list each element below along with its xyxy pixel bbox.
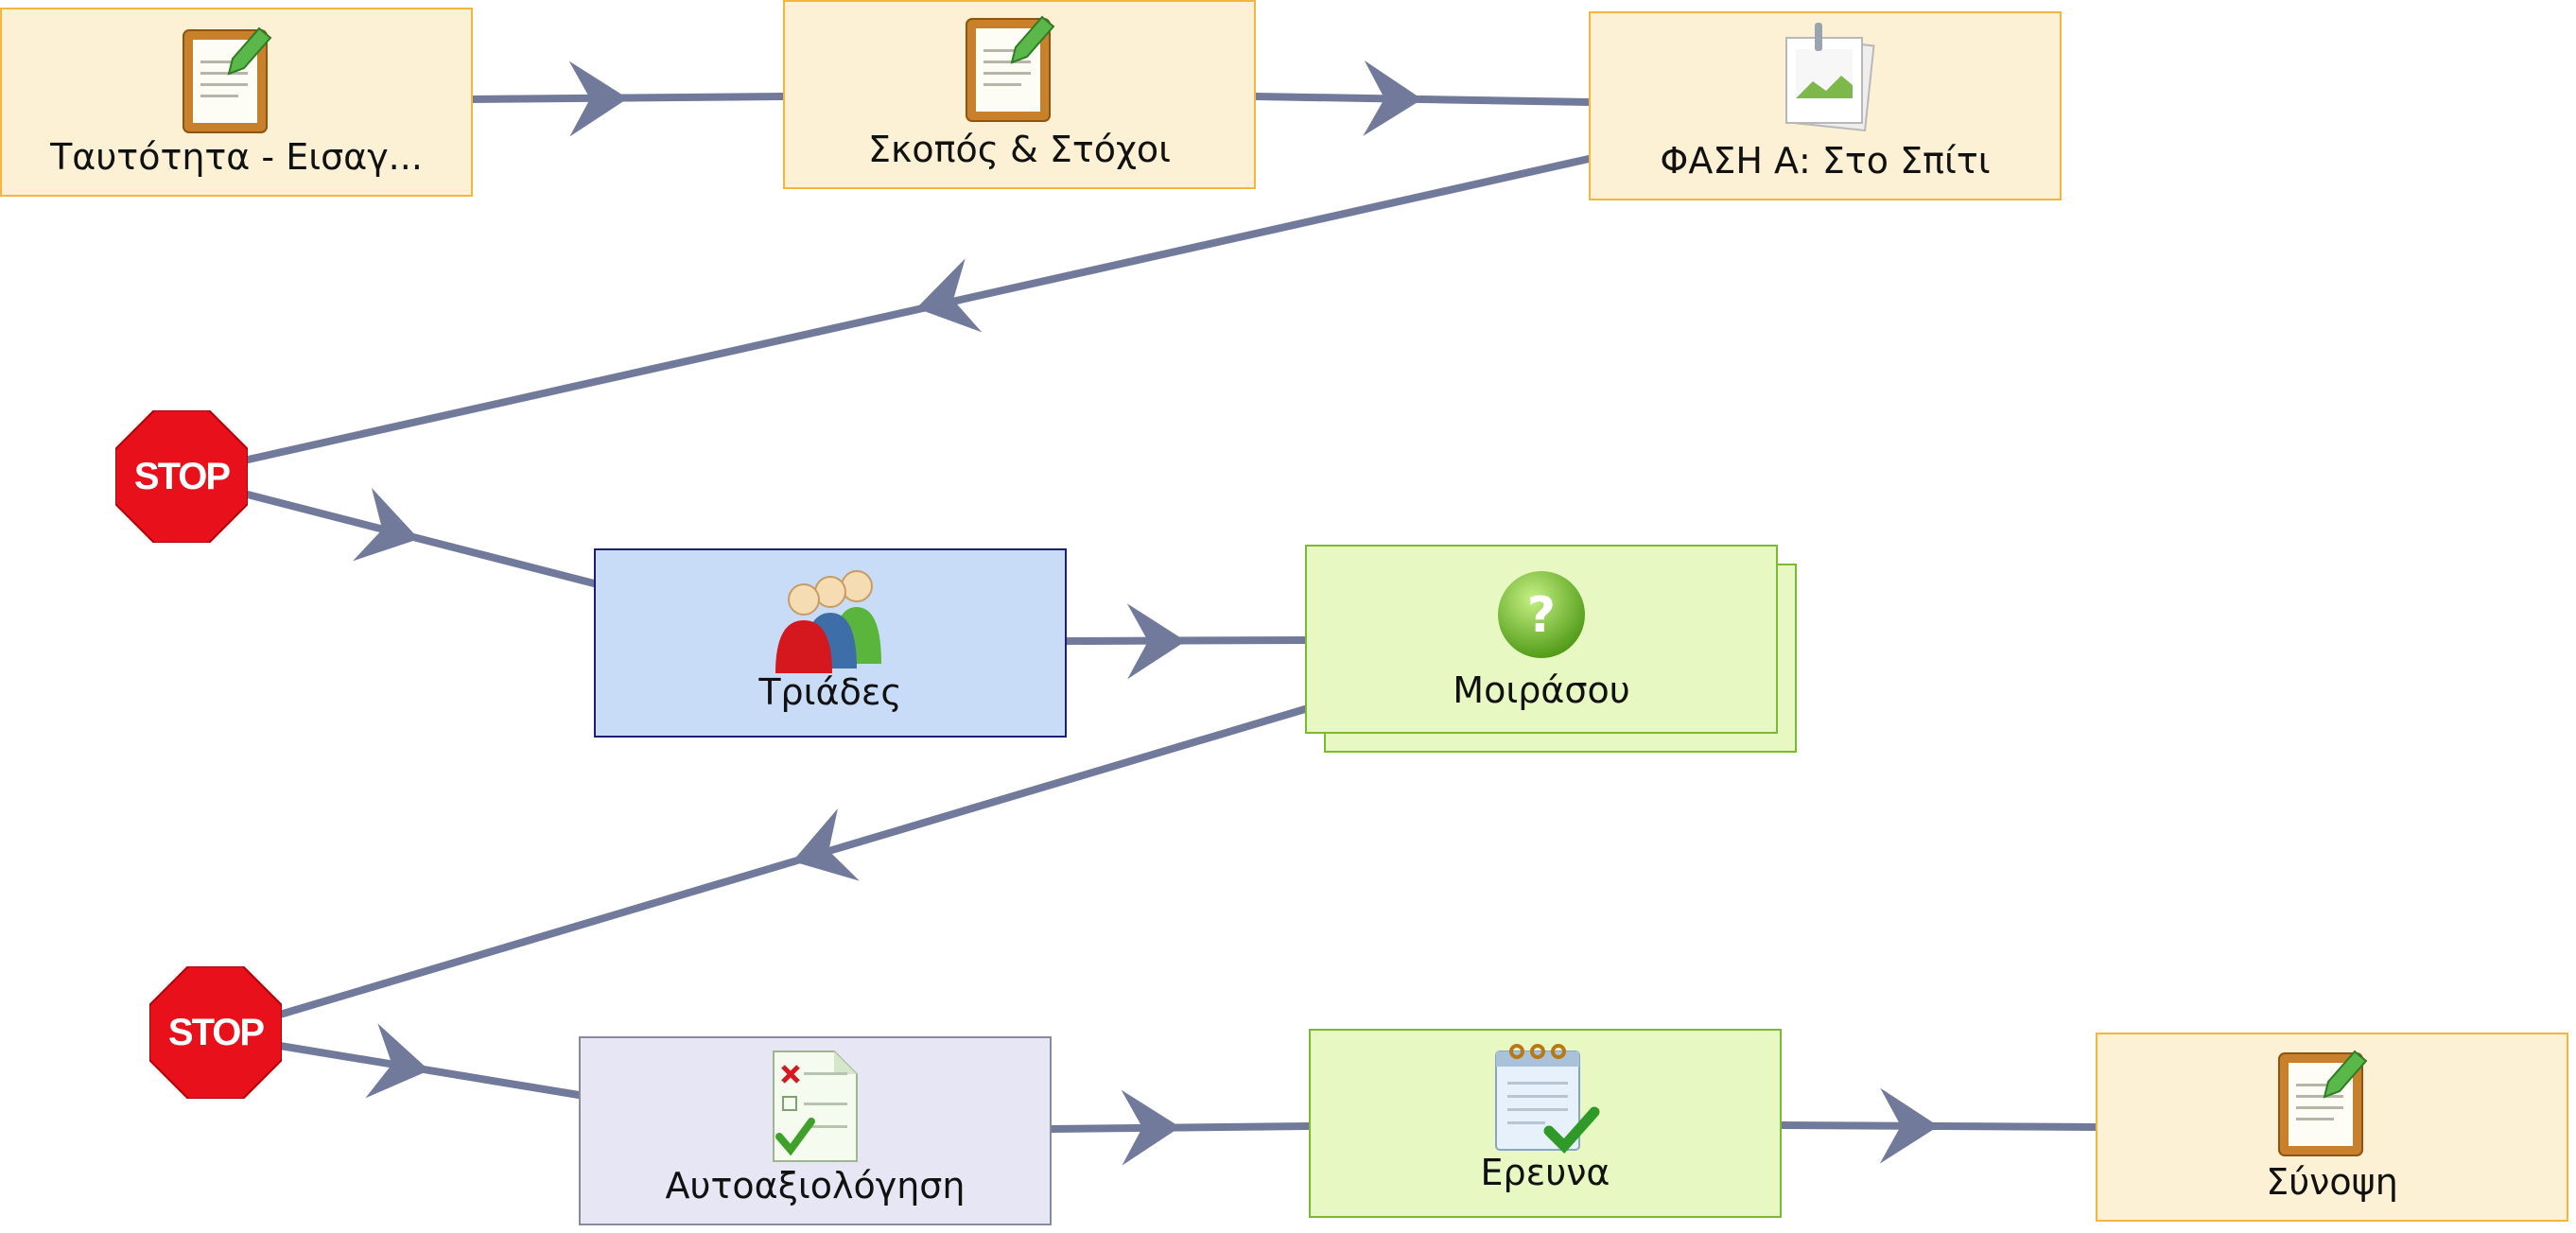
activity-summary[interactable]: Σύνοψη bbox=[2096, 1033, 2568, 1222]
connector-triads-to-share bbox=[1063, 636, 1309, 645]
connector-identity-to-aims bbox=[469, 93, 787, 103]
activity-label: Σκοπός & Στόχοι bbox=[867, 129, 1172, 170]
svg-text:?: ? bbox=[1527, 587, 1556, 644]
activity-label: Ερευνα bbox=[1480, 1152, 1610, 1193]
question-mark-icon: ? bbox=[1498, 571, 1585, 658]
activity-triads[interactable]: Τριάδες bbox=[594, 548, 1067, 738]
clipboard-note-icon bbox=[966, 15, 1055, 122]
activity-identity[interactable]: Ταυτότητα - Εισαγ... bbox=[0, 8, 473, 197]
activity-label: Αυτοαξιολόγηση bbox=[665, 1165, 966, 1207]
clipboard-note-icon bbox=[2278, 1050, 2368, 1156]
activity-label: Ταυτότητα - Εισαγ... bbox=[50, 136, 423, 178]
arrowhead-9 bbox=[1879, 1087, 1939, 1164]
clipboard-note-icon bbox=[183, 26, 272, 133]
checklist-icon bbox=[773, 1051, 858, 1162]
stop-label: STOP bbox=[134, 456, 231, 497]
connector-share-to-stop-2 bbox=[276, 705, 1309, 1018]
notepad-check-icon bbox=[1495, 1044, 1600, 1155]
stop-gate-1[interactable]: STOP bbox=[115, 410, 248, 543]
arrowhead-7 bbox=[365, 1023, 429, 1099]
pinned-image-icon bbox=[1785, 23, 1875, 132]
stop-label: STOP bbox=[168, 1012, 265, 1053]
activity-aims[interactable]: Σκοπός & Στόχοι bbox=[783, 0, 1256, 189]
arrowhead-3 bbox=[916, 258, 983, 333]
connector-stop-1-to-triads bbox=[240, 490, 598, 587]
stop-sign-icon bbox=[115, 410, 248, 543]
activity-share[interactable]: ? Μοιράσου bbox=[1305, 545, 1778, 734]
arrowhead-8 bbox=[1121, 1089, 1180, 1166]
activity-self-assessment[interactable]: Αυτοαξιολόγηση bbox=[579, 1036, 1052, 1225]
connector-self-assessment-to-research bbox=[1048, 1122, 1313, 1133]
activity-label: Σύνοψη bbox=[2266, 1161, 2398, 1203]
arrowhead-1 bbox=[568, 61, 628, 137]
group-people-icon bbox=[775, 570, 881, 673]
activity-phase-a[interactable]: ΦΑΣΗ Α: Στο Σπίτι bbox=[1589, 11, 2062, 200]
activity-label: Μοιράσου bbox=[1453, 669, 1630, 711]
arrowhead-2 bbox=[1363, 60, 1422, 136]
stop-gate-2[interactable]: STOP bbox=[149, 966, 282, 1099]
arrowhead-6 bbox=[792, 808, 860, 881]
connector-phase-a-to-stop-1 bbox=[240, 155, 1593, 464]
activity-research[interactable]: Ερευνα bbox=[1309, 1029, 1782, 1218]
stop-sign-icon bbox=[149, 966, 282, 1099]
arrowhead-5 bbox=[1126, 603, 1186, 680]
arrowhead-4 bbox=[353, 487, 419, 562]
activity-label: Τριάδες bbox=[758, 671, 902, 713]
activity-label: ΦΑΣΗ Α: Στο Σπίτι bbox=[1660, 140, 1991, 182]
